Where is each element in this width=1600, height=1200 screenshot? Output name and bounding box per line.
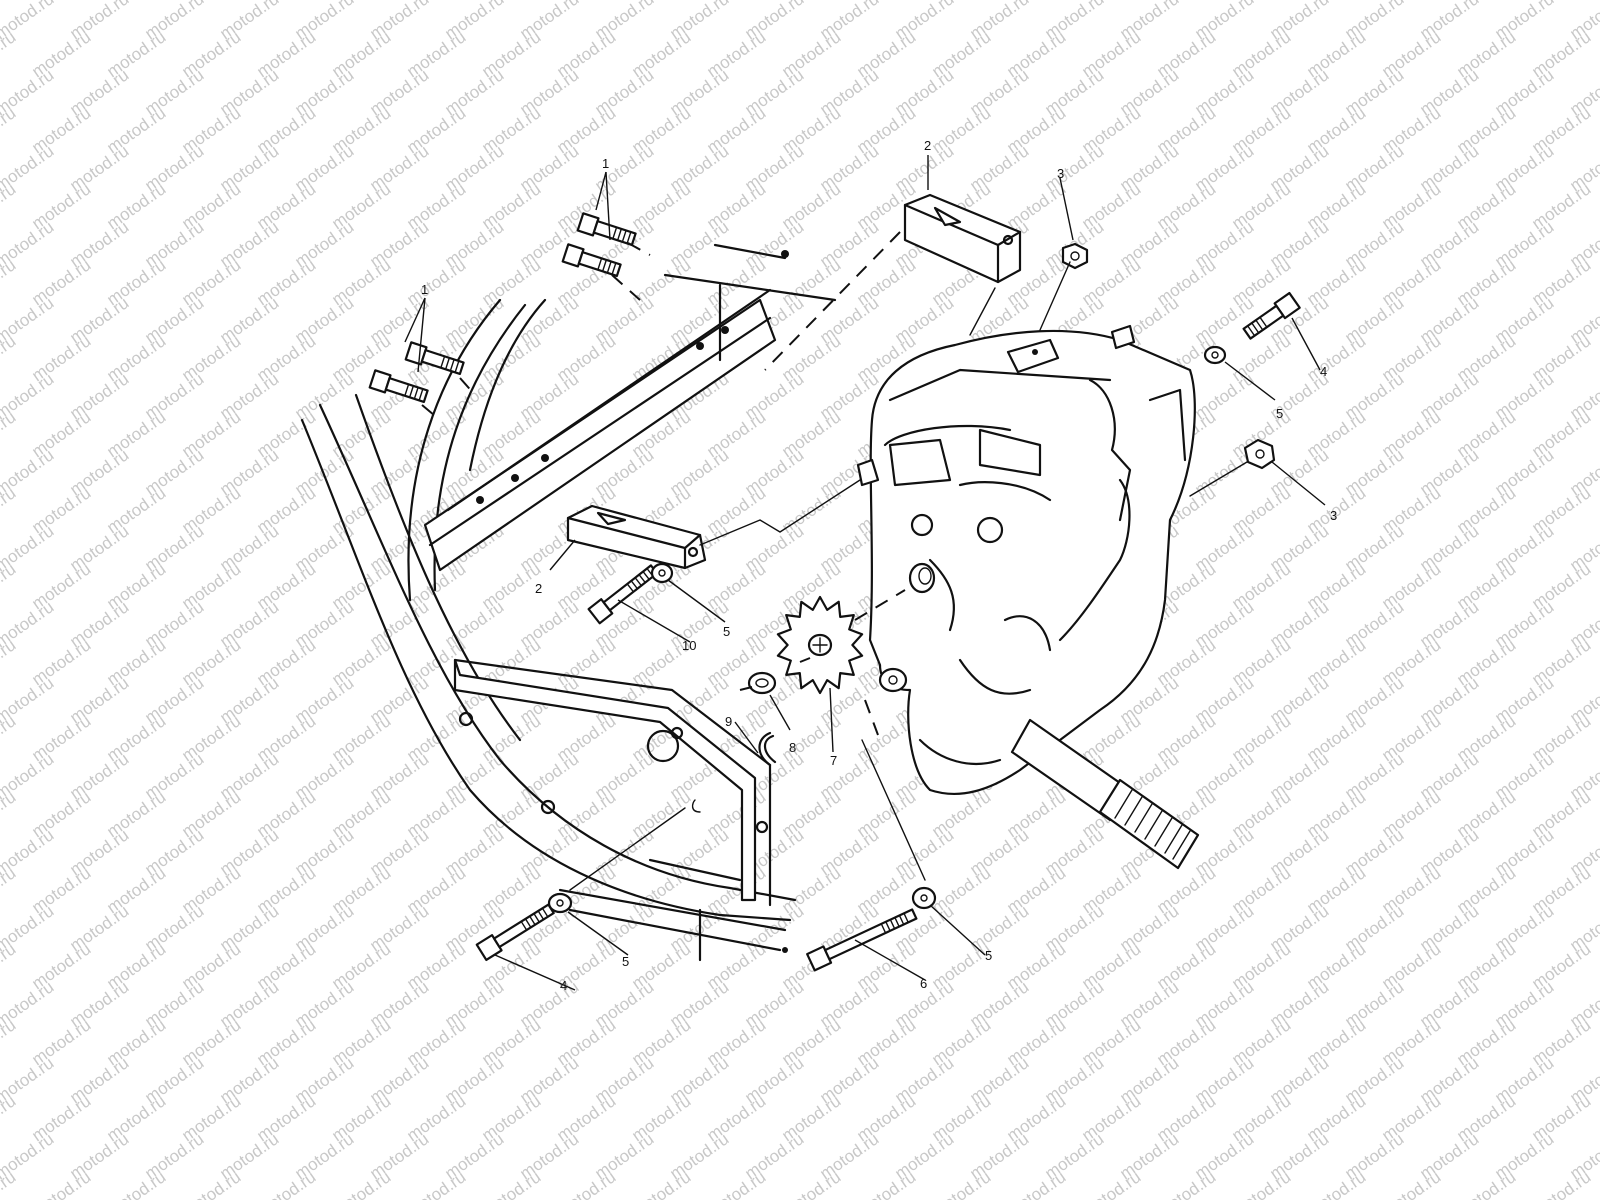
watermark-text: motod.ru [928, 1167, 994, 1200]
watermark-text: motod.ru [0, 787, 19, 841]
callout-snap-ring-9: 9 [725, 714, 732, 729]
frame-drawing [300, 243, 837, 962]
callout-bracket-2-upper: 2 [924, 138, 931, 153]
watermark-text: motod.ru [0, 483, 19, 537]
bolt-6 [806, 886, 937, 972]
watermark-text: motod.ru [403, 1167, 469, 1200]
watermark-text: motod.ru [1003, 1167, 1069, 1200]
watermark-text: motod.ru [0, 331, 19, 385]
callout-bolt-4-right: 4 [1320, 364, 1327, 379]
watermark-text: motod.ru [328, 1167, 394, 1200]
watermark-text: motod.ru [0, 711, 19, 765]
callout-washer-8: 8 [789, 740, 796, 755]
watermark-text: motod.ru [0, 255, 19, 309]
callout-bolt-1-upper: 1 [602, 156, 609, 171]
watermark-text: motod.ru [478, 1167, 544, 1200]
callout-sprocket-7: 7 [830, 753, 837, 768]
callout-bracket-2-lower: 2 [535, 581, 542, 596]
watermark-text: motod.ru [28, 1167, 94, 1200]
watermark-text: motod.ru [0, 179, 19, 233]
watermark-text: motod.ru [0, 635, 19, 689]
gearcase-housing [856, 324, 1200, 870]
sprocket [776, 595, 864, 695]
callout-bolt-4-lower: 4 [560, 978, 567, 993]
watermark-text: motod.ru [0, 559, 19, 613]
watermark-text: motod.ru [0, 407, 19, 461]
watermark-text: motod.ru [253, 1167, 319, 1200]
watermark-text: motod.ru [553, 1167, 619, 1200]
watermark-text: motod.ru [1303, 1167, 1369, 1200]
watermark-text: motod.ru [703, 1167, 769, 1200]
bolt-lower-left [475, 799, 701, 962]
callout-bolt-6: 6 [920, 976, 927, 991]
watermark-text: motod.ru [1453, 1167, 1519, 1200]
bolt-group-1 [368, 212, 651, 421]
watermark-text: motod.ru [1528, 1167, 1594, 1200]
watermark-text: motod.ru [1378, 1167, 1444, 1200]
watermark-text: motod.ru [1078, 1167, 1144, 1200]
bolt-10 [587, 562, 674, 625]
watermark-text: motod.ru [0, 1091, 19, 1145]
watermark-text: motod.ru [778, 1167, 844, 1200]
watermark-text: motod.ru [1153, 1167, 1219, 1200]
nut-right [1243, 438, 1276, 470]
mount-bracket-lower [566, 504, 707, 570]
callout-washer-5-right: 5 [1276, 406, 1283, 421]
watermark-text: motod.ru [0, 863, 19, 917]
washer-8 [747, 671, 777, 695]
mount-bracket-upper [903, 193, 1022, 284]
watermark-text: motod.ru [853, 1167, 919, 1200]
assembly-lines [569, 231, 1248, 891]
watermark-text: motod.ru [1228, 1167, 1294, 1200]
callout-leaders [404, 155, 1326, 991]
watermark-text: motod.ru [103, 1167, 169, 1200]
watermark-text: motod.ru [178, 1167, 244, 1200]
snap-ring-9 [758, 731, 777, 767]
watermark-text: motod.ru [0, 1015, 19, 1069]
bolt-right [1203, 291, 1301, 365]
callout-bolt-10: 10 [682, 638, 696, 653]
watermark-text: motod.ru [0, 27, 19, 81]
watermark-text: motod.ru [0, 103, 19, 157]
callout-nut-3-right: 3 [1330, 508, 1337, 523]
callout-labels: 1 1 2 2 3 3 4 4 5 5 5 5 6 7 8 9 10 [421, 138, 1337, 993]
callout-bolt-1-lower: 1 [421, 282, 428, 297]
watermark-text: motod.ru [628, 1167, 694, 1200]
callout-nut-3-upper: 3 [1057, 166, 1064, 181]
watermark-text: motod.ru [0, 939, 19, 993]
nut-upper [1061, 242, 1089, 270]
callout-washer-5-middle: 5 [723, 624, 730, 639]
callout-washer-5-lower-right: 5 [985, 948, 992, 963]
callout-washer-5-lower-left: 5 [622, 954, 629, 969]
